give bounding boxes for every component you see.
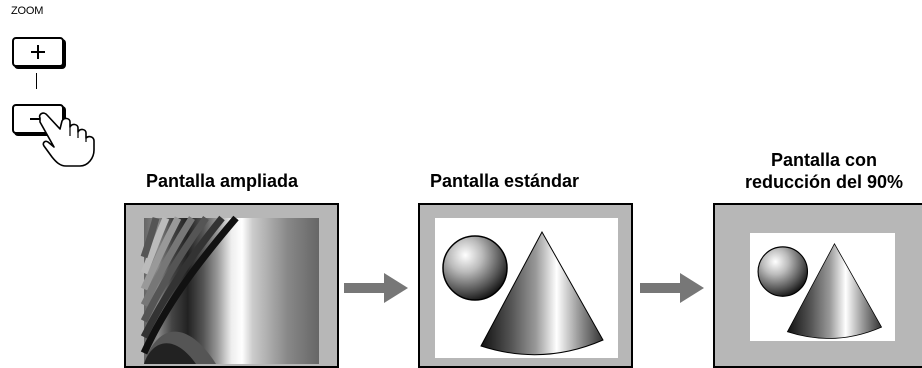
panel-title-reduced: Pantalla con reducción del 90% — [726, 149, 922, 193]
standard-screen-area — [435, 218, 618, 358]
zoom-label: ZOOM — [11, 5, 44, 17]
panel-title-enlarged: Pantalla ampliada — [146, 171, 299, 191]
right-arrow-icon — [344, 273, 408, 303]
right-arrow-icon — [640, 273, 704, 303]
enlarged-screen-panel — [124, 203, 339, 368]
zoom-separator — [36, 73, 37, 89]
zoom-plus-button[interactable] — [12, 37, 64, 67]
standard-screen-panel — [418, 203, 633, 368]
sphere-cone-image — [442, 230, 604, 356]
hand-pointer-icon — [38, 112, 95, 167]
reduced-screen-panel — [713, 203, 922, 368]
panel-title-standard: Pantalla estándar — [430, 171, 580, 191]
reduced-screen-area — [750, 233, 895, 341]
sphere-cone-image-small — [757, 242, 883, 339]
panel-title-reduced-line2: reducción del 90% — [744, 172, 904, 192]
plus-icon — [31, 45, 45, 59]
panel-title-reduced-line1: Pantalla con — [770, 150, 878, 170]
enlarged-image — [140, 215, 319, 364]
